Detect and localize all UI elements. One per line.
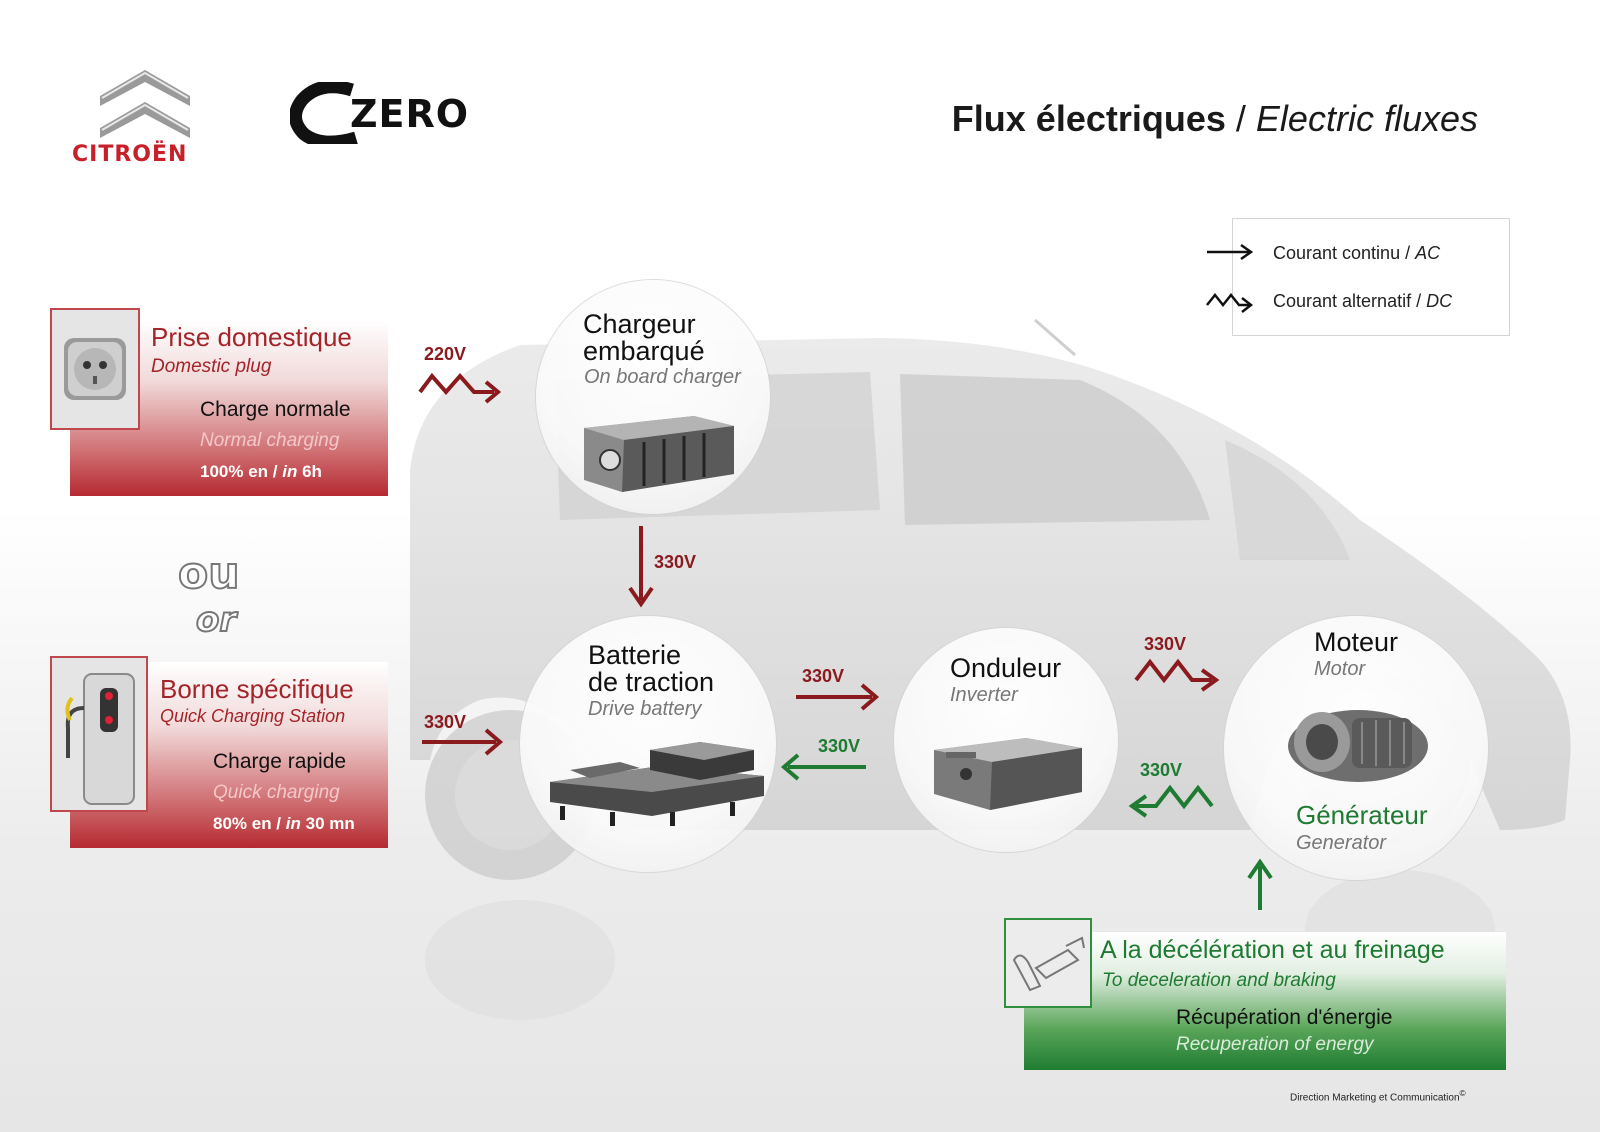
double-chevron-icon (100, 70, 190, 138)
battery-subtitle: Drive battery (588, 698, 702, 720)
brake-pedal-icon (1012, 936, 1085, 992)
inverter-node (894, 628, 1118, 852)
domestic-time-pre: 100% en / (200, 462, 278, 481)
volt-charger-to-battery: 330V (654, 552, 697, 572)
power-socket-icon (64, 338, 126, 400)
charger-title-1: Chargeur (583, 309, 696, 339)
regen-label: Récupération d'énergie (1176, 1006, 1393, 1029)
volt-battery-to-inverter: 330V (802, 666, 845, 686)
legend: Courant continu / AC Courant alternatif … (1206, 218, 1510, 336)
station-time-in: in (285, 814, 301, 833)
battery-title-1: Batterie (588, 640, 682, 670)
domestic-charge-en: Normal charging (200, 430, 340, 451)
regen-frame (1004, 918, 1092, 1008)
charger-subtitle: On board charger (584, 366, 741, 388)
legend-ac-label: Courant alternatif (1273, 291, 1412, 311)
domestic-charge: Charge normale (200, 398, 351, 421)
station-charge: Charge rapide (213, 750, 347, 773)
czero-logo: ZERO (290, 82, 520, 144)
regen-to-generator-arrow (1247, 858, 1273, 910)
domestic-time: 100% en / in 6h (200, 462, 322, 482)
domestic-plug-frame (50, 308, 140, 430)
legend-ac-en: DC (1426, 291, 1453, 311)
zigzag-arrow-icon (1206, 292, 1254, 313)
regen-subtitle: To deceleration and braking (1102, 970, 1336, 991)
motor-title: Moteur (1314, 627, 1399, 657)
domestic-time-val: 6h (302, 462, 322, 481)
motor-subtitle: Motor (1314, 658, 1366, 680)
straight-arrow-icon (1207, 243, 1254, 261)
battery-to-inverter-arrow (796, 683, 880, 711)
title-fr: Flux électriques (951, 98, 1226, 139)
regen-box (1024, 932, 1506, 1070)
inverter-to-motor-arrow (1134, 658, 1220, 692)
legend-dc-en: AC (1415, 243, 1441, 263)
legend-alternating-text: Courant alternatif / DC (1273, 291, 1453, 311)
volt-inverter-to-motor: 330V (1144, 634, 1187, 654)
generator-subtitle: Generator (1296, 832, 1387, 854)
inverter-to-battery-arrow (780, 753, 866, 781)
station-frame (50, 656, 148, 812)
plug-to-charger-arrow (418, 372, 502, 404)
inverter-title: Onduleur (950, 653, 1062, 683)
station-subtitle: Quick Charging Station (160, 706, 346, 726)
legend-continuous-text: Courant continu / AC (1273, 243, 1441, 263)
citroen-wordmark: CITROËN (72, 142, 188, 167)
inverter-unit-icon (934, 738, 1082, 810)
credit-text: Direction Marketing et Communication (1290, 1092, 1460, 1104)
domestic-title: Prise domestique (151, 322, 352, 352)
inverter-subtitle: Inverter (950, 684, 1018, 706)
or-fr: ou (177, 547, 241, 600)
or-en: or (195, 599, 237, 641)
citroen-logo: CITROËN (70, 58, 220, 168)
copyright-mark: © (1459, 1088, 1466, 1098)
domestic-subtitle: Domestic plug (151, 356, 272, 377)
battery-pack-icon (550, 742, 764, 826)
volt-inverter-to-battery: 330V (818, 736, 861, 756)
legend-row-continuous: Courant continu / AC (1207, 237, 1509, 267)
legend-dc-label: Courant continu (1273, 243, 1401, 263)
volt-plug-to-charger: 220V (424, 344, 467, 364)
regen-title: A la décélération et au freinage (1100, 936, 1445, 964)
domestic-time-in: in (282, 462, 298, 481)
station-charge-en: Quick charging (213, 782, 340, 803)
electric-motor-icon (1288, 710, 1428, 782)
credit: Direction Marketing et Communication© (1290, 1088, 1466, 1103)
volt-station-to-battery: 330V (424, 712, 467, 732)
title-sep: / (1225, 98, 1256, 139)
page-title: Flux électriques / Electric fluxes (952, 98, 1478, 140)
regen-label-en: Recuperation of energy (1176, 1034, 1374, 1055)
volt-motor-to-inverter: 330V (1140, 760, 1183, 780)
legend-row-alternating: Courant alternatif / DC (1206, 285, 1509, 315)
title-en: Electric fluxes (1255, 98, 1478, 139)
zero-wordmark: ZERO (350, 92, 470, 136)
charging-station-icon (65, 673, 135, 805)
station-title: Borne spécifique (160, 674, 354, 704)
charger-to-battery-arrow (628, 526, 654, 608)
motor-to-inverter-arrow (1128, 784, 1214, 818)
station-time-pre: 80% en / (213, 814, 282, 833)
generator-title: Générateur (1296, 800, 1428, 830)
c-letter-icon (290, 82, 358, 144)
station-time-val: 30 mn (305, 814, 355, 833)
station-to-battery-arrow (422, 728, 504, 756)
battery-node (520, 616, 776, 872)
charger-unit-icon (584, 416, 734, 492)
charger-title-2: embarqué (583, 336, 705, 366)
battery-title-2: de traction (588, 667, 715, 697)
station-time: 80% en / in 30 mn (213, 814, 355, 834)
